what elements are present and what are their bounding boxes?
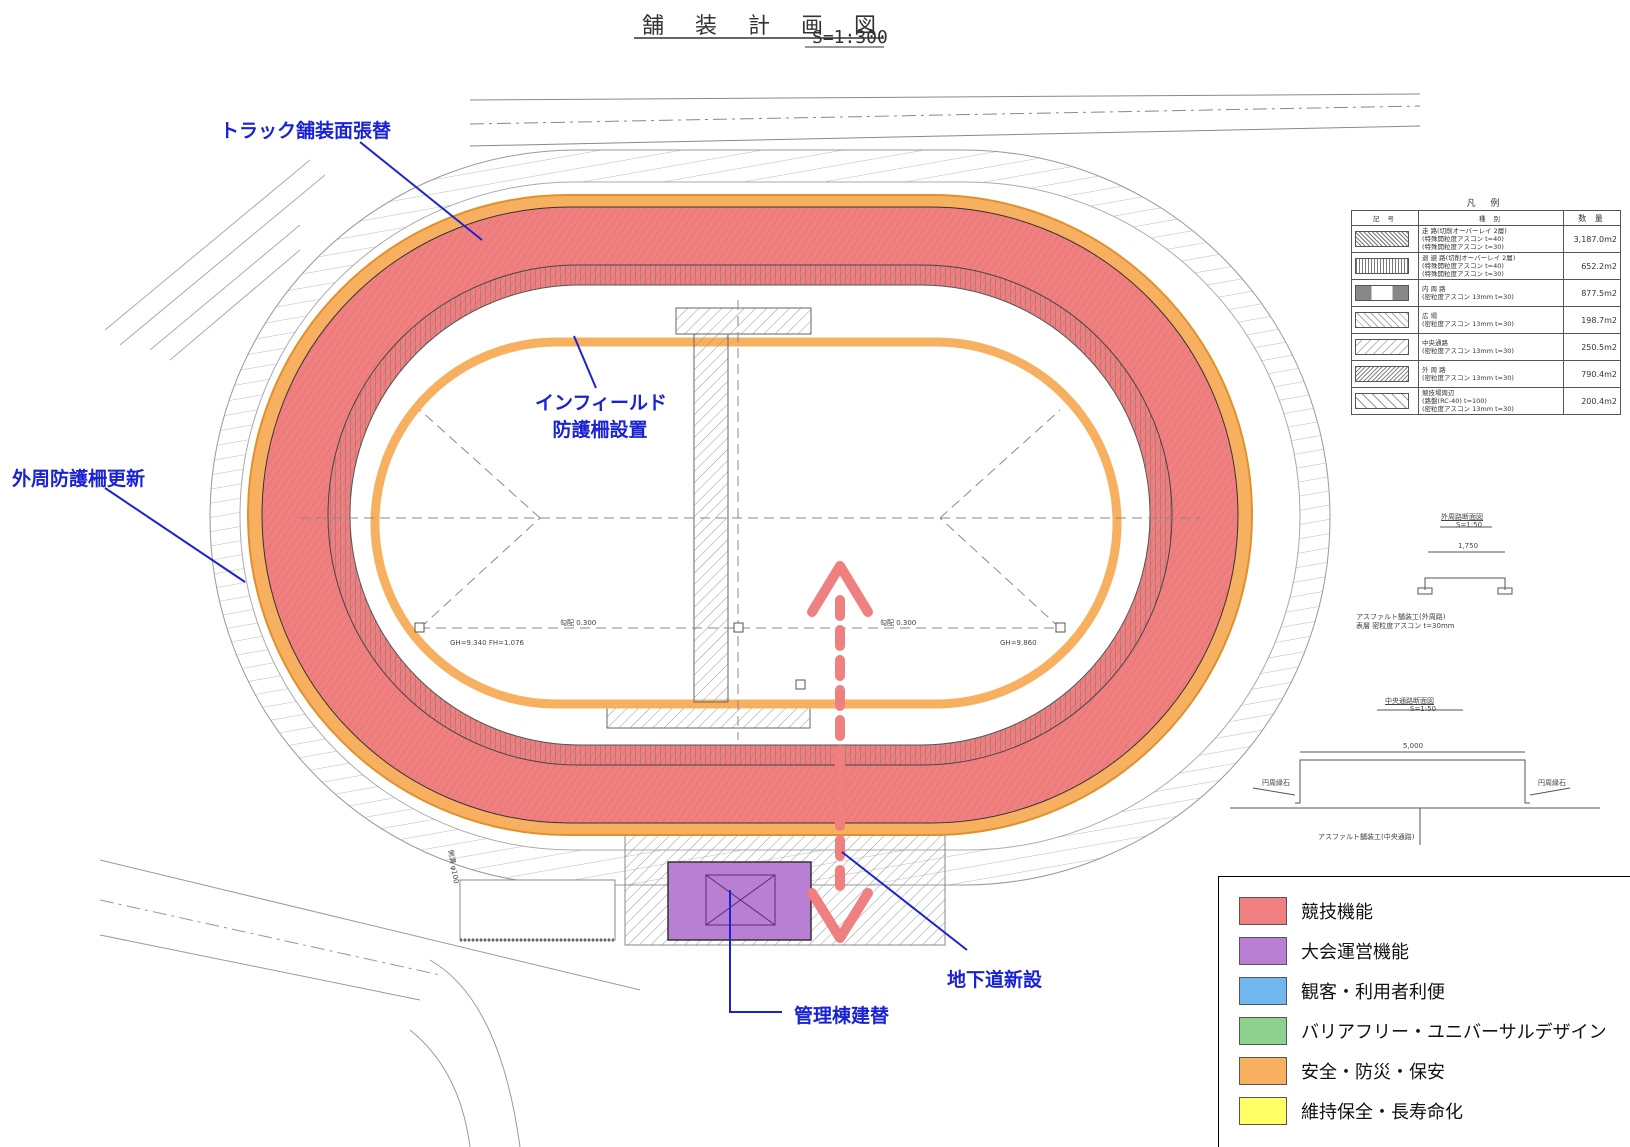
table-cell-amount: 3,187.0m2 bbox=[1563, 225, 1621, 253]
callout-infield-line1: インフィールド bbox=[535, 392, 668, 414]
table-row: 外 周 路(密粒度アスコン 13mm t=30) 790.4m2 bbox=[1351, 360, 1621, 388]
legend-swatch bbox=[1239, 977, 1287, 1005]
legend-label: 観客・利用者利便 bbox=[1301, 982, 1445, 1003]
table-header-amount: 数 量 bbox=[1563, 210, 1621, 226]
top-road-lines bbox=[469, 93, 1421, 147]
hatch-symbol bbox=[1351, 306, 1419, 334]
underpass-arrow bbox=[807, 561, 873, 943]
center-section-width: 5,000 bbox=[1403, 742, 1424, 750]
hatch-symbol bbox=[1351, 225, 1419, 253]
table-row: 競技場周辺(路盤(RC-40) t=100)(密粒度アスコン 13mm t=30… bbox=[1351, 387, 1621, 415]
legend-item: 安全・防災・保安 bbox=[1219, 1051, 1630, 1091]
table-cell-kind: 走 路(切削オーバーレイ 2層)(特殊開粒度アスコン t=40)(特殊開粒度アス… bbox=[1418, 225, 1564, 253]
legend-swatch bbox=[1239, 937, 1287, 965]
table-row: 中央通路(密粒度アスコン 13mm t=30) 250.5m2 bbox=[1351, 333, 1621, 361]
table-cell-amount: 790.4m2 bbox=[1563, 360, 1621, 388]
legend-item: 維持保全・長寿命化 bbox=[1219, 1091, 1630, 1131]
table-cell-kind: 広 場(密粒度アスコン 13mm t=30) bbox=[1418, 306, 1564, 334]
function-legend: 競技機能 大会運営機能 観客・利用者利便 バリアフリー・ユニバーサルデザイン 安… bbox=[1218, 876, 1630, 1147]
legend-label: 安全・防災・保安 bbox=[1301, 1062, 1445, 1083]
drawing-title-block: 舗 装 計 画 図 bbox=[640, 8, 890, 40]
outer-section-note1: アスファルト舗装工(外周路) bbox=[1356, 613, 1446, 621]
table-row: 広 場(密粒度アスコン 13mm t=30) 198.7m2 bbox=[1351, 306, 1621, 334]
callout-underpass: 地下道新設 bbox=[947, 969, 1043, 991]
point-label-left: GH=9.340 FH=1.076 bbox=[450, 639, 525, 647]
quantity-table-title: 凡 例 bbox=[1466, 199, 1506, 209]
curb-label-right: 円周縁石 bbox=[1538, 779, 1566, 787]
hatch-symbol bbox=[1351, 279, 1419, 307]
table-cell-amount: 250.5m2 bbox=[1563, 333, 1621, 361]
drawing-scale: S=1:300 bbox=[812, 27, 888, 48]
center-road-section bbox=[1230, 709, 1600, 845]
table-row: 退 避 路(切削オーバーレイ 2層)(特殊開粒度アスコン t=40)(特殊開粒度… bbox=[1351, 252, 1621, 280]
outer-section-title: 外周路断面図 bbox=[1441, 513, 1483, 521]
legend-label: 競技機能 bbox=[1301, 902, 1373, 923]
table-cell-kind: 中央通路(密粒度アスコン 13mm t=30) bbox=[1418, 333, 1564, 361]
table-cell-amount: 200.4m2 bbox=[1563, 387, 1621, 415]
drawing-title: 舗 装 計 画 図 bbox=[642, 14, 888, 39]
table-cell-amount: 877.5m2 bbox=[1563, 279, 1621, 307]
quantity-table: 記 号 種 別 数 量 走 路(切削オーバーレイ 2層)(特殊開粒度アスコン t… bbox=[1351, 210, 1621, 415]
table-row: 内 周 路(密粒度アスコン 13mm t=30) 877.5m2 bbox=[1351, 279, 1621, 307]
table-row: 走 路(切削オーバーレイ 2層)(特殊開粒度アスコン t=40)(特殊開粒度アス… bbox=[1351, 225, 1621, 253]
legend-swatch bbox=[1239, 1057, 1287, 1085]
callout-admin-building: 管理棟建替 bbox=[794, 1005, 890, 1027]
table-cell-amount: 198.7m2 bbox=[1563, 306, 1621, 334]
track bbox=[247, 194, 1253, 836]
legend-label: 維持保全・長寿命化 bbox=[1301, 1102, 1463, 1123]
outer-section-width: 1,750 bbox=[1458, 542, 1479, 550]
callout-infield-line2: 防護柵設置 bbox=[552, 419, 648, 441]
callout-track-resurfacing: トラック舗装面張替 bbox=[220, 120, 392, 142]
hatch-symbol bbox=[1351, 333, 1419, 361]
table-cell-kind: 外 周 路(密粒度アスコン 13mm t=30) bbox=[1418, 360, 1564, 388]
legend-swatch bbox=[1239, 1017, 1287, 1045]
left-access-lines bbox=[104, 159, 326, 361]
grade-label-left: 勾配 0.300 bbox=[560, 618, 596, 627]
table-cell-amount: 652.2m2 bbox=[1563, 252, 1621, 280]
legend-swatch bbox=[1239, 1097, 1287, 1125]
hatch-symbol bbox=[1351, 387, 1419, 415]
legend-swatch bbox=[1239, 897, 1287, 925]
north-platform bbox=[675, 307, 812, 335]
table-header-kind: 種 別 bbox=[1418, 210, 1564, 226]
center-section-title: 中央通路断面図 bbox=[1385, 697, 1434, 705]
curb-label-left: 円周縁石 bbox=[1262, 779, 1290, 787]
hatch-symbol bbox=[1351, 360, 1419, 388]
table-cell-kind: 競技場周辺(路盤(RC-40) t=100)(密粒度アスコン 13mm t=30… bbox=[1418, 387, 1564, 415]
table-header-symbol: 記 号 bbox=[1351, 210, 1419, 226]
callout-leaders bbox=[104, 141, 968, 1013]
legend-item: 大会運営機能 bbox=[1219, 931, 1630, 971]
admin-building bbox=[667, 861, 812, 941]
callout-infield-fence: インフィールド 防護柵設置 bbox=[535, 390, 668, 444]
outer-section-scale: S=1:50 bbox=[1456, 521, 1483, 529]
grade-label-right: 勾配 0.300 bbox=[880, 618, 916, 627]
legend-item: 競技機能 bbox=[1219, 891, 1630, 931]
bottom-road-lines bbox=[99, 859, 641, 1147]
legend-label: バリアフリー・ユニバーサルデザイン bbox=[1301, 1022, 1607, 1043]
legend-item: 観客・利用者利便 bbox=[1219, 971, 1630, 1011]
table-cell-kind: 内 周 路(密粒度アスコン 13mm t=30) bbox=[1418, 279, 1564, 307]
table-cell-kind: 退 避 路(切削オーバーレイ 2層)(特殊開粒度アスコン t=40)(特殊開粒度… bbox=[1418, 252, 1564, 280]
quantity-legend-table: 凡 例 記 号 種 別 数 量 走 路(切削オーバーレイ 2層)(特殊開粒度アス… bbox=[1351, 196, 1621, 415]
legend-label: 大会運営機能 bbox=[1301, 942, 1409, 963]
point-label-right: GH=9.860 bbox=[1000, 639, 1037, 647]
callout-outer-fence: 外周防護柵更新 bbox=[12, 468, 146, 490]
center-section-note: アスファルト舗装工(中央通路) bbox=[1318, 833, 1415, 841]
hatch-symbol bbox=[1351, 252, 1419, 280]
table-header-row: 記 号 種 別 数 量 bbox=[1351, 210, 1621, 226]
outer-section-note2: 表層 密粒度アスコン t=30mm bbox=[1356, 622, 1455, 630]
center-section-scale: S=1:50 bbox=[1410, 705, 1437, 713]
survey-markers bbox=[414, 622, 1066, 690]
legend-item: バリアフリー・ユニバーサルデザイン bbox=[1219, 1011, 1630, 1051]
infield-fence bbox=[370, 337, 1122, 709]
outer-road-section bbox=[1417, 526, 1513, 595]
